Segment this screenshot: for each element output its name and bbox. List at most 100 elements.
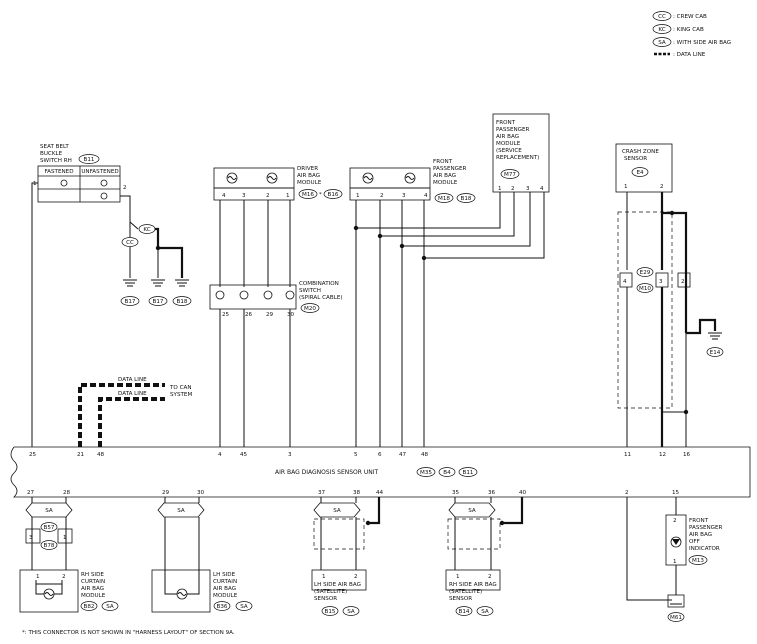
combo-pin-25: 25 (222, 312, 230, 318)
unit-pin-30: 30 (197, 490, 205, 496)
combo-switch-title-3: (SPIRAL CABLE) (299, 295, 343, 301)
rh-sat-title-2: (SATELLITE) (449, 589, 482, 595)
crash-sensor-title-2: SENSOR (624, 156, 647, 162)
joint-b-pin-1: 1 (63, 535, 67, 541)
combination-switch: COMBINATION SWITCH (SPIRAL CABLE) M20 25… (209, 281, 343, 318)
svc-title-5: (SERVICE (496, 148, 522, 154)
indicator-connector: M13 (692, 558, 704, 564)
indicator-pin-1: 1 (673, 559, 677, 565)
ground-m61: M61 (670, 615, 682, 621)
legend-sa-symbol (652, 37, 672, 47)
unit-pin-5: 5 (354, 452, 358, 458)
rh-curtain-title-3: AIR BAG (81, 586, 104, 592)
joint-b-pin-3: 3 (29, 535, 33, 541)
unit-pin-3: 3 (288, 452, 292, 458)
lh-curtain-title-1: LH SIDE (213, 572, 236, 578)
seat-belt-switch-box (37, 165, 121, 203)
fp-module-connector-b: B18 (461, 196, 472, 202)
unit-pin-45: 45 (240, 452, 248, 458)
unit-connector-b4: B4 (443, 470, 451, 476)
joint-pin-2: 2 (681, 279, 685, 285)
driver-pin-1: 1 (286, 193, 290, 199)
legend-sa-code: SA (658, 40, 666, 46)
rh-side-curtain: SA 3 1 B57 B78 1 2 RH SIDE CURTAIN AIR B… (19, 497, 119, 613)
lh-sat-connector: B15 (325, 609, 336, 615)
lh-curtain-sa-code: SA (177, 508, 185, 514)
front-passenger-module: FRONT PASSENGER AIR BAG MODULE M18 B18 1… (349, 159, 476, 203)
legend-kc-code: KC (658, 27, 665, 33)
off-indicator: 2 1 FRONT PASSENGER AIR BAG OFF INDICATO… (626, 497, 723, 622)
combo-switch-title-1: COMBINATION (299, 281, 339, 287)
ground-e14-symbol: E14 (706, 332, 724, 357)
lh-sat-code: SA (347, 609, 355, 615)
svc-title-4: MODULE (496, 141, 521, 147)
indicator-title-1: FRONT (689, 518, 709, 524)
fp-pin-1: 1 (356, 193, 360, 199)
unit-pin-48b: 48 (421, 452, 429, 458)
driver-pin-4: 4 (222, 193, 226, 199)
combo-switch-connector: M20 (304, 306, 316, 312)
unit-pin-27: 27 (27, 490, 35, 496)
combo-pin-30: 30 (287, 312, 295, 318)
data-line: DATA LINE DATA LINE TO CAN SYSTEM (78, 377, 192, 447)
cc-code: CC (126, 240, 134, 246)
crash-shield-dashed (617, 211, 673, 409)
lh-curtain-code: SA (240, 604, 248, 610)
unit-pin-28: 28 (63, 490, 71, 496)
unit-pin-11: 11 (624, 452, 632, 458)
indicator-title-4: OFF (689, 539, 700, 545)
fp-module-title-1: FRONT (433, 159, 453, 165)
driver-air-bag-module: DRIVER AIR BAG MODULE M16 * B16 4 3 2 1 (213, 166, 343, 201)
legend-kc-symbol (652, 24, 672, 34)
legend-kc-text: : KING CAB (673, 27, 704, 33)
fp-module-title-3: AIR BAG (433, 173, 456, 179)
seat-belt-col-fastened: FASTENED (44, 169, 73, 175)
footnote: *: THIS CONNECTOR IS NOT SHOWN IN "HARNE… (22, 630, 235, 636)
lh-sat-sa-code: SA (333, 508, 341, 514)
unit-connector-m35: M35 (420, 470, 432, 476)
rh-sat-title-3: SENSOR (449, 596, 472, 602)
lh-sat-title-3: SENSOR (314, 596, 337, 602)
joint-pin-3: 3 (659, 279, 663, 285)
rh-sat-sa-code: SA (468, 508, 476, 514)
unit-pin-25: 25 (29, 452, 37, 458)
data-line-target-1: TO CAN (169, 385, 192, 391)
unit-pin-38: 38 (353, 490, 361, 496)
ground-symbols: B17 B17 B18 (120, 279, 192, 306)
rh-satellite-sensor: SA 1 2 RH SIDE AIR BAG (SATELLITE) SENSO… (445, 497, 524, 616)
lh-sat-pin-1: 1 (322, 574, 326, 580)
legend-cc-symbol (652, 11, 672, 21)
fp-module-title-4: MODULE (433, 180, 458, 186)
lh-curtain-title-4: MODULE (213, 593, 238, 599)
seat-belt-connector-oval (78, 154, 100, 164)
fp-module-connector-m: M18 (438, 196, 450, 202)
lh-sat-title-1: LH SIDE AIR BAG (314, 582, 361, 588)
joint-b-connector-1: B57 (44, 525, 55, 531)
rh-sat-code: SA (481, 609, 489, 615)
svc-title-6: REPLACEMENT) (496, 155, 539, 161)
rh-curtain-title-2: CURTAIN (81, 579, 105, 585)
ground-b17-b: B17 (153, 299, 164, 305)
air-bag-diagnosis-sensor-unit: AIR BAG DIAGNOSIS SENSOR UNIT M35 B4 B11… (10, 446, 751, 498)
legend-cc-code: CC (658, 14, 666, 20)
unit-pin-4: 4 (218, 452, 222, 458)
unit-pin-40: 40 (519, 490, 527, 496)
driver-module-star: * (319, 192, 322, 198)
rh-curtain-title-4: MODULE (81, 593, 106, 599)
seat-belt-pin-2: 2 (123, 185, 127, 191)
combo-pin-29: 29 (266, 312, 274, 318)
unit-pin-29: 29 (162, 490, 170, 496)
svc-connector: M77 (504, 172, 516, 178)
ground-e14: E14 (710, 350, 721, 356)
seat-belt-title-3: SWITCH RH (40, 158, 72, 164)
rh-curtain-connector: B82 (84, 604, 95, 610)
rh-sat-pin-1: 1 (456, 574, 460, 580)
unit-pin-16: 16 (683, 452, 691, 458)
lh-side-curtain: SA LH SIDE CURTAIN AIR BAG MODULE B36 SA (151, 497, 253, 613)
unit-pin-21: 21 (77, 452, 85, 458)
rh-curtain-pin-2: 2 (62, 574, 66, 580)
fp-pin-3: 3 (402, 193, 406, 199)
driver-module-connector-m: M16 (302, 192, 314, 198)
legend-sa-text: : WITH SIDE AIR BAG (673, 40, 731, 46)
